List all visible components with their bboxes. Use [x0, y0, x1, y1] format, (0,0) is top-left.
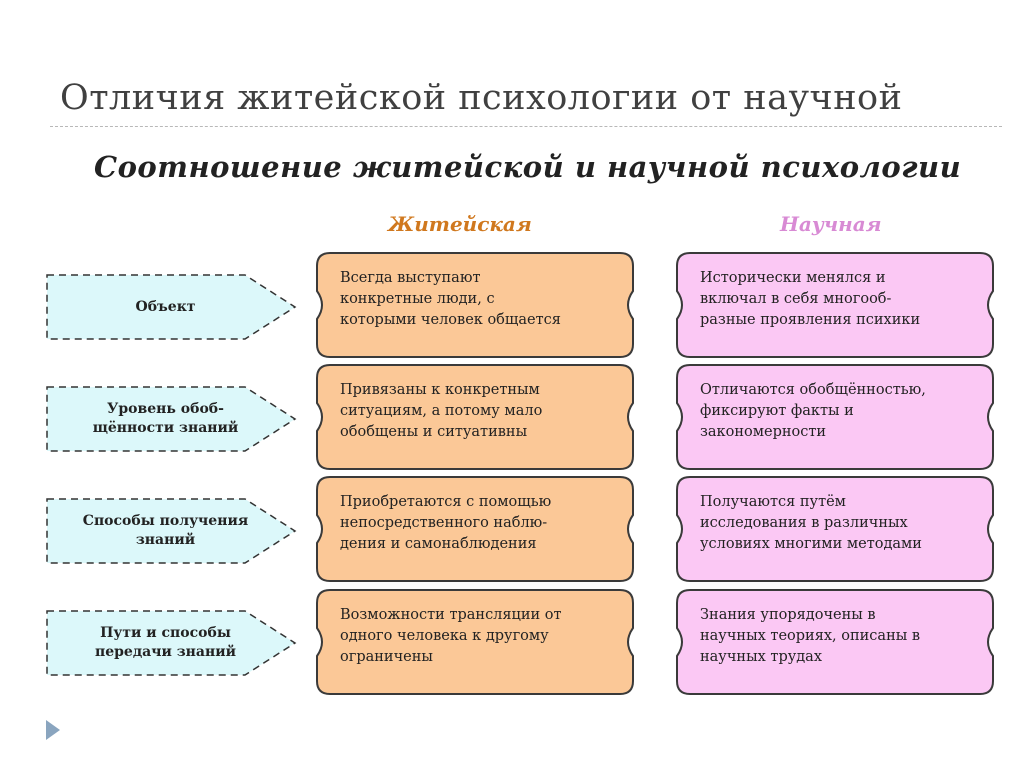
- everyday-card: Возможности трансляции от одного человек…: [316, 589, 634, 695]
- criterion-label: Уровень обоб- щённости знаний: [92, 401, 239, 436]
- everyday-card: Привязаны к конкретным ситуациям, а пото…: [316, 364, 634, 470]
- column-header-everyday: Житейская: [388, 212, 532, 236]
- criterion-box: Пути и способы передачи знаний: [45, 608, 300, 678]
- everyday-card: Приобретаются с помощью непосредственног…: [316, 476, 634, 582]
- scientific-card-text: Получаются путём исследования в различны…: [700, 494, 922, 553]
- play-triangle-icon[interactable]: [46, 720, 60, 740]
- everyday-card-text: Всегда выступают конкретные люди, с кото…: [340, 270, 561, 329]
- title-divider: [50, 126, 1002, 127]
- criterion-arrow-shape: [46, 610, 297, 676]
- everyday-card-shape: [316, 476, 634, 582]
- scientific-card-shape: [676, 476, 994, 582]
- scientific-card-text: Отличаются обобщённостью, фиксируют факт…: [700, 382, 926, 441]
- criterion-label: Способы получения знаний: [82, 513, 249, 548]
- scientific-card-shape: [676, 364, 994, 470]
- criterion-box: Уровень обоб- щённости знаний: [45, 384, 300, 454]
- scientific-card: Получаются путём исследования в различны…: [676, 476, 994, 582]
- everyday-card-text: Привязаны к конкретным ситуациям, а пото…: [340, 382, 543, 441]
- criterion-arrow-shape: [46, 386, 297, 452]
- criterion-arrow-shape: [46, 498, 297, 564]
- scientific-card-text: Исторически менялся и включал в себя мно…: [700, 270, 921, 329]
- criterion-label: Пути и способы передачи знаний: [94, 625, 237, 660]
- criterion-box: Объект: [45, 272, 300, 342]
- scientific-card-shape: [676, 589, 994, 695]
- criterion-label: Объект: [135, 298, 196, 315]
- criterion-box: Способы получения знаний: [45, 496, 300, 566]
- everyday-card-shape: [316, 589, 634, 695]
- everyday-card-shape: [316, 364, 634, 470]
- everyday-card-text: Возможности трансляции от одного человек…: [340, 607, 562, 666]
- scientific-card-text: Знания упорядочены в научных теориях, оп…: [700, 607, 921, 666]
- everyday-card: Всегда выступают конкретные люди, с кото…: [316, 252, 634, 358]
- diagram-heading: Соотношение житейской и научной психолог…: [94, 150, 962, 184]
- everyday-card-text: Приобретаются с помощью непосредственног…: [340, 494, 552, 553]
- everyday-card-shape: [316, 252, 634, 358]
- scientific-card: Исторически менялся и включал в себя мно…: [676, 252, 994, 358]
- column-header-scientific: Научная: [780, 212, 882, 236]
- scientific-card: Отличаются обобщённостью, фиксируют факт…: [676, 364, 994, 470]
- slide-title: Отличия житейской психологии от научной: [60, 78, 903, 118]
- scientific-card-shape: [676, 252, 994, 358]
- scientific-card: Знания упорядочены в научных теориях, оп…: [676, 589, 994, 695]
- criterion-arrow-shape: [46, 274, 297, 340]
